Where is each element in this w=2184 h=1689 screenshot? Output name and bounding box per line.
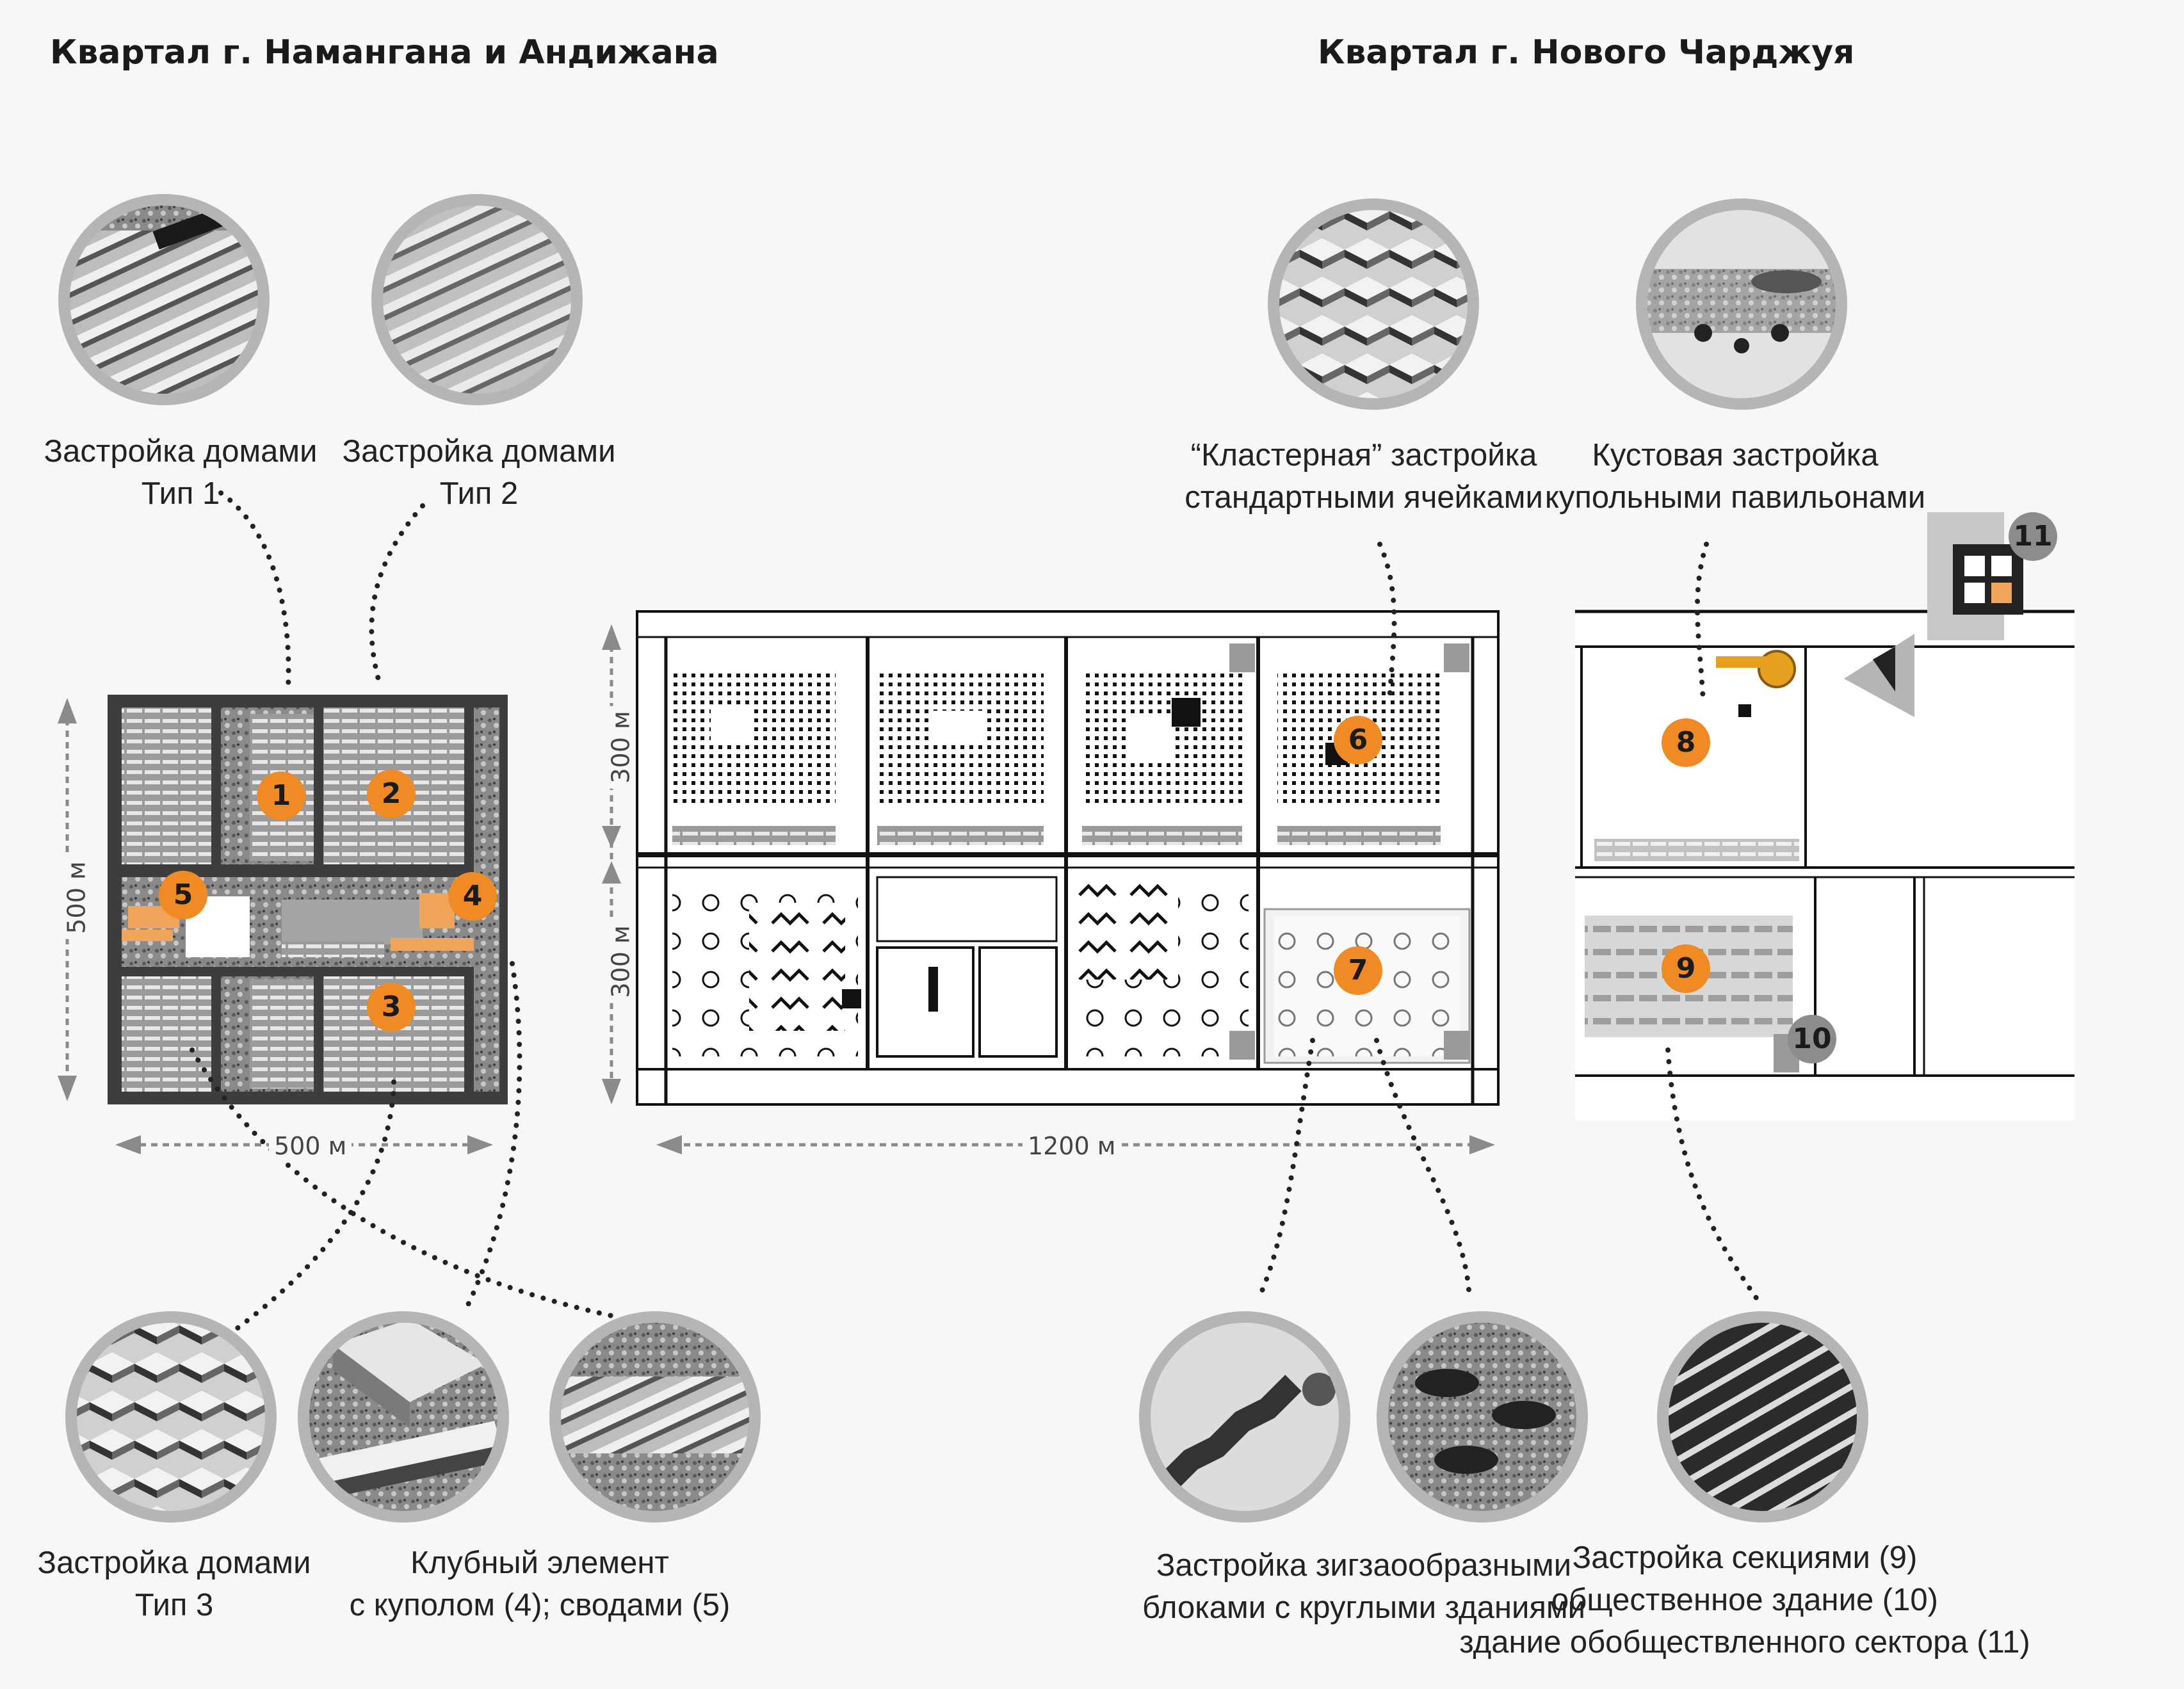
caption-bush-line2: купольными павильонами (1544, 480, 1926, 515)
photo-bush (1642, 204, 1841, 404)
caption-type2: Застройка домами Тип 2 (343, 430, 616, 515)
caption-type3-line1: Застройка домами (37, 1546, 311, 1580)
caption-sections-line2: общественное здание (10) (1551, 1583, 1938, 1617)
marker-2: 2 (367, 770, 416, 818)
photo-cluster-ring (1268, 198, 1479, 410)
photo-type1-ring (58, 194, 270, 405)
caption-club-line1: Клубный элемент (410, 1546, 669, 1580)
marker-3: 3 (367, 983, 416, 1031)
photo-type3-ring (65, 1311, 277, 1523)
caption-zigzag-line1: Застройка зигзаообразными (1156, 1548, 1572, 1583)
photo-bush-ring (1636, 198, 1847, 410)
caption-type2-line2: Тип 2 (439, 476, 519, 511)
photo-type2-ring (371, 194, 583, 405)
title-right: Квартал г. Нового Чарджуя (1318, 33, 1855, 72)
caption-sections-line1: Застройка секциями (9) (1572, 1540, 1918, 1575)
marker-9: 9 (1662, 944, 1710, 993)
marker-7: 7 (1334, 946, 1382, 995)
photo-round-buildings (1382, 1317, 1582, 1517)
caption-type2-line1: Застройка домами (342, 434, 616, 469)
caption-type1-line1: Застройка домами (44, 434, 318, 469)
caption-sections-line3: здание обобществленного сектора (11) (1459, 1625, 2030, 1660)
photo-cluster (1274, 204, 1473, 404)
photo-club-dome-ring (298, 1311, 509, 1523)
photo-round-buildings-ring (1377, 1311, 1588, 1523)
caption-sections: Застройка секциями (9) общественное здан… (1459, 1537, 2030, 1663)
title-left: Квартал г. Намангана и Андижана (50, 33, 719, 72)
caption-club: Клубный элемент с куполом (4); сводами (… (350, 1542, 731, 1626)
dim-mid-top: 300 м (606, 706, 635, 789)
dim-mid-width: 1200 м (1023, 1132, 1121, 1160)
caption-bush-line1: Кустовая застройка (1592, 438, 1879, 473)
photo-club-vaults-ring (549, 1311, 761, 1523)
caption-type3: Застройка домами Тип 3 (38, 1542, 311, 1626)
marker-6: 6 (1334, 716, 1382, 764)
dim-mid-bottom: 300 м (606, 920, 635, 1003)
caption-cluster: “Кластерная” застройка стандартными ячей… (1185, 434, 1543, 519)
photo-zigzag-ring (1139, 1311, 1350, 1523)
dim-left-height: 500 м (62, 856, 91, 939)
caption-type3-line2: Тип 3 (134, 1588, 214, 1622)
dim-left-width: 500 м (269, 1132, 352, 1160)
caption-type1-line2: Тип 1 (141, 476, 220, 511)
photo-sections-ring (1657, 1311, 1868, 1523)
caption-type1: Застройка домами Тип 1 (44, 430, 318, 515)
caption-cluster-line1: “Кластерная” застройка (1190, 438, 1537, 473)
caption-zigzag-line2: блоками с круглыми зданиями (1142, 1590, 1585, 1625)
photo-zigzag (1145, 1317, 1345, 1517)
marker-11: 11 (2009, 512, 2057, 561)
marker-5: 5 (159, 871, 207, 919)
caption-bush: Кустовая застройка купольными павильонам… (1545, 434, 1925, 519)
marker-10: 10 (1788, 1015, 1836, 1063)
caption-cluster-line2: стандартными ячейками (1185, 480, 1543, 515)
middle-block-plan (636, 610, 1500, 1106)
marker-4: 4 (448, 872, 497, 921)
leader-lines (190, 490, 1760, 1331)
caption-club-line2: с куполом (4); сводами (5) (349, 1588, 731, 1622)
caption-zigzag: Застройка зигзаообразными блоками с круг… (1142, 1544, 1585, 1629)
photo-club-dome (303, 1317, 503, 1517)
marker-8: 8 (1662, 718, 1710, 767)
marker-1: 1 (257, 772, 305, 820)
